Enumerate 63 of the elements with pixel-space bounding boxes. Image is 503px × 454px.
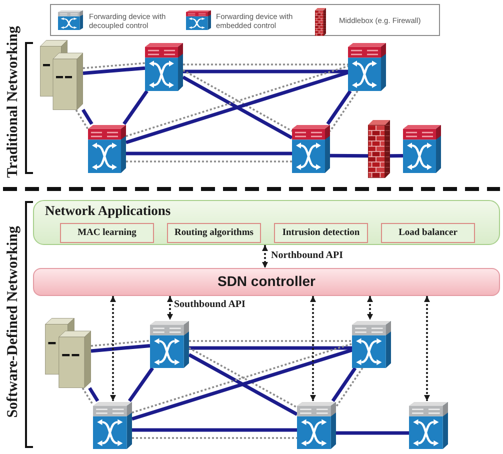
link-line — [128, 367, 154, 402]
dotted-arrow — [367, 296, 373, 320]
firewall-icon — [368, 120, 390, 178]
link-line — [132, 428, 297, 432]
dotted-arrow — [424, 296, 430, 401]
section-label: Traditional Networking — [6, 26, 20, 178]
link-line — [326, 90, 352, 125]
link-line — [90, 344, 150, 353]
dotted-arrow — [167, 296, 173, 320]
edge-label: Northbound API — [271, 250, 343, 262]
link-line — [189, 346, 352, 350]
link-line — [188, 353, 298, 416]
dotted-arrow — [262, 245, 268, 268]
dotted-line — [126, 65, 348, 138]
switch-icon — [292, 124, 330, 173]
link-line — [88, 387, 100, 402]
switch-icon — [93, 401, 132, 449]
server-icon — [45, 318, 91, 388]
switch-icon — [145, 42, 183, 91]
switch-icon — [348, 42, 386, 91]
link-line — [182, 76, 293, 140]
application-card: MAC learning — [60, 223, 154, 243]
edge-label: Southbound API — [174, 299, 246, 310]
section-label: Software-Defined Networking — [6, 226, 20, 418]
application-card: Load balancer — [381, 223, 475, 243]
switch-icon — [409, 401, 448, 449]
link-line — [122, 90, 148, 125]
link-line — [82, 66, 146, 75]
dotted-line — [183, 64, 348, 66]
dotted-line — [335, 368, 364, 408]
dotted-line — [329, 90, 358, 132]
link-line — [331, 367, 357, 402]
dotted-line — [132, 437, 297, 439]
app-layer-panel — [33, 200, 500, 245]
switch-icon — [150, 320, 189, 368]
link-line — [330, 154, 368, 158]
link-line — [126, 152, 292, 156]
switch-icon — [88, 124, 126, 173]
link-line — [390, 154, 404, 158]
application-card: Intrusion detection — [274, 223, 368, 243]
dotted-line — [75, 110, 89, 130]
dotted-line — [132, 342, 352, 414]
dotted-arrow — [310, 296, 316, 401]
link-line — [125, 70, 349, 144]
dotted-line — [182, 69, 292, 132]
switch-icon — [297, 401, 336, 449]
link-line — [183, 70, 348, 74]
dotted-line — [82, 62, 146, 70]
switch-icon — [352, 320, 391, 368]
switch-icon — [403, 124, 441, 173]
panel-title: Network Applications — [45, 203, 171, 220]
dotted-line — [189, 340, 352, 342]
dotted-arrow — [110, 296, 116, 401]
application-card: Routing algorithms — [167, 223, 261, 243]
dotted-line — [90, 340, 150, 347]
dotted-line — [126, 160, 292, 162]
link-line — [82, 108, 94, 125]
dotted-line — [188, 347, 298, 408]
link-line — [336, 431, 409, 435]
server-icon — [40, 40, 83, 110]
link-line — [131, 348, 353, 421]
controller-bar: SDN controller — [33, 268, 500, 296]
dotted-line — [82, 388, 94, 406]
